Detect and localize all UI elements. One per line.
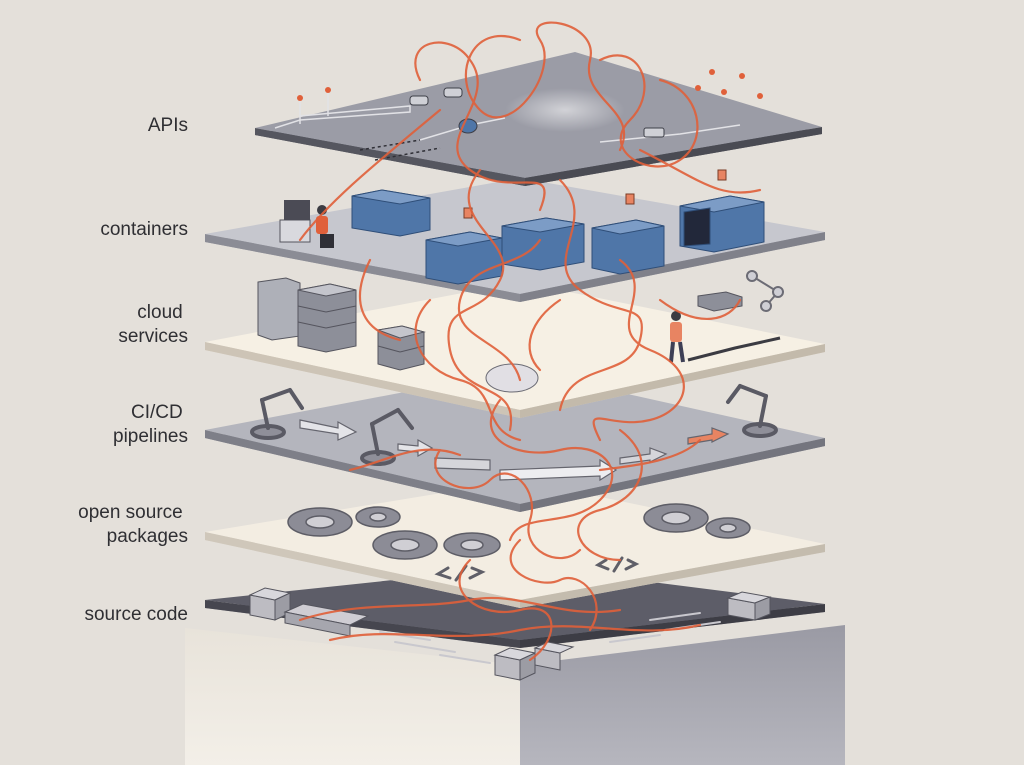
- layer-label-apis: APIs: [148, 115, 188, 136]
- gear-icon: [287, 503, 751, 560]
- layer-label-oss-line1: open source: [78, 502, 183, 523]
- layer-label-ci-cd-pipelines: CI/CD pipelines: [113, 402, 188, 447]
- code-block-icon: [248, 587, 772, 681]
- dependency-wires: [298, 21, 762, 662]
- shipping-container-icon: [351, 189, 765, 285]
- layer-label-ci-cd-line1: CI/CD: [131, 402, 183, 423]
- layer-label-ci-cd-line2: pipelines: [113, 426, 188, 447]
- layer-label-cloud-services-line1: cloud: [137, 302, 182, 323]
- operator-person-icon: [669, 311, 685, 363]
- layer-label-containers: containers: [100, 219, 188, 240]
- layer-labels: APIs containers cloud services CI/CD pip…: [78, 115, 188, 625]
- connector-plug-icon: [409, 87, 665, 138]
- layer-apis: [255, 52, 822, 186]
- layer-label-open-source-packages: open source packages: [78, 502, 188, 547]
- layer-open-source-packages: [205, 480, 825, 608]
- robot-arm-icon: [250, 384, 778, 466]
- pipeline-arrow-icon: [299, 419, 730, 482]
- layer-label-cloud-services-line2: services: [118, 326, 188, 347]
- api-endpoint-icon: [297, 69, 763, 101]
- layer-label-oss-line2: packages: [107, 526, 188, 547]
- layer-label-cloud-services: cloud services: [118, 302, 188, 347]
- pedestal: [185, 625, 845, 765]
- layer-containers: [205, 169, 825, 302]
- computer-operator-icon: [279, 200, 334, 248]
- cloud-icon: [485, 363, 539, 393]
- cloud-node-icon: [746, 270, 784, 312]
- layer-label-source-code: source code: [84, 604, 188, 625]
